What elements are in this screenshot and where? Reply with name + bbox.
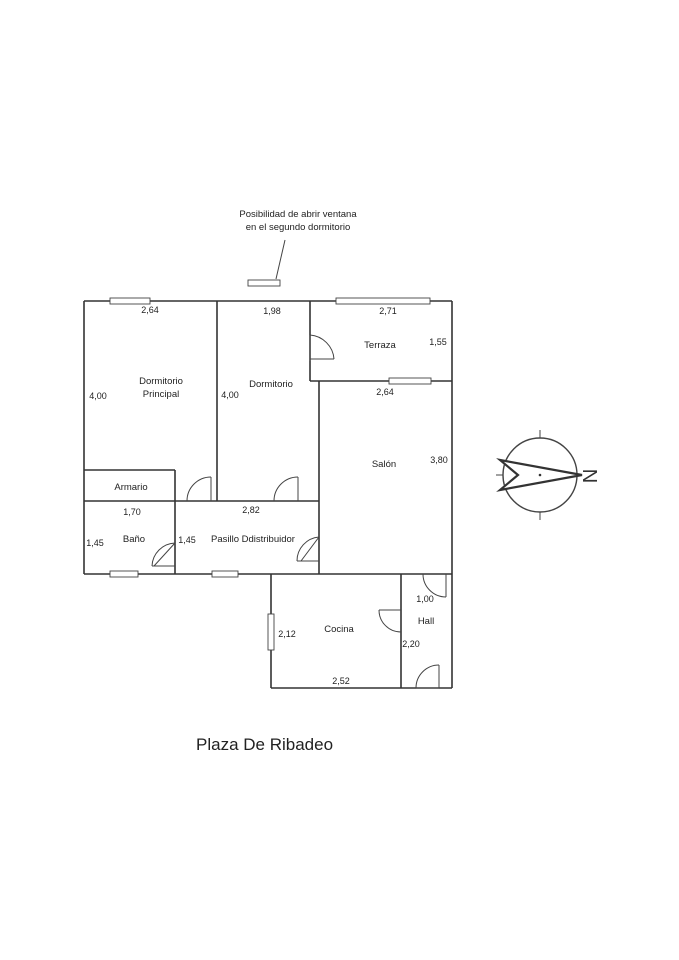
dimensions: 2,64 4,00 1,98 4,00 2,71 1,55 2,64 3,80 … xyxy=(86,305,448,686)
dim-cocina-height: 2,12 xyxy=(278,629,296,639)
room-dormitorio-principal-label-1: Dormitorio xyxy=(139,376,183,387)
room-hall-label: Hall xyxy=(418,616,434,627)
dim-pasillo-height: 1,45 xyxy=(178,535,196,545)
door-icon xyxy=(422,573,447,598)
window-note-line2: en el segundo dormitorio xyxy=(246,222,351,233)
room-pasillo-label: Pasillo Ddistribuidor xyxy=(211,534,295,545)
window-icon xyxy=(335,297,431,305)
note-pointer-line xyxy=(275,239,286,280)
room-labels: Dormitorio Principal Dormitorio Terraza … xyxy=(114,340,434,635)
room-armario-label: Armario xyxy=(114,482,147,493)
window-icon xyxy=(109,570,139,578)
windows xyxy=(109,297,432,651)
dim-pasillo-width: 2,82 xyxy=(242,505,260,515)
window-icon xyxy=(388,377,432,385)
dim-bano-width: 1,70 xyxy=(123,507,141,517)
door-icon xyxy=(309,334,335,361)
page-title: Plaza De Ribadeo xyxy=(196,735,333,754)
window-icon xyxy=(211,570,239,578)
room-terraza-label: Terraza xyxy=(364,340,396,351)
dim-terraza-height: 1,55 xyxy=(429,337,447,347)
window-note-line1: Posibilidad de abrir ventana xyxy=(239,209,357,220)
door-icon xyxy=(186,476,212,502)
dim-dormitorio-width: 1,98 xyxy=(263,306,281,316)
room-dormitorio-principal-label-2: Principal xyxy=(143,389,179,400)
dim-salon-width: 2,64 xyxy=(376,387,394,397)
door-icon xyxy=(415,664,440,689)
compass-north-letter: N xyxy=(578,469,600,483)
window-icon xyxy=(267,613,275,651)
compass-north-arrow-icon: N xyxy=(496,430,600,520)
door-icon xyxy=(151,542,176,567)
dim-hall-height: 2,20 xyxy=(402,639,420,649)
proposed-window-icon xyxy=(247,279,281,287)
doors xyxy=(151,334,447,689)
dim-terraza-width: 2,71 xyxy=(379,306,397,316)
dim-salon-height: 3,80 xyxy=(430,455,448,465)
window-icon xyxy=(109,297,151,305)
dim-hall-width: 1,00 xyxy=(416,594,434,604)
dim-dormitorio-principal-width: 2,64 xyxy=(141,305,159,315)
room-salon-label: Salón xyxy=(372,459,396,470)
door-icon xyxy=(296,536,320,562)
dim-dormitorio-height: 4,00 xyxy=(221,390,239,400)
door-icon xyxy=(273,476,299,502)
dim-bano-height: 1,45 xyxy=(86,538,104,548)
room-dormitorio-label: Dormitorio xyxy=(249,379,293,390)
room-bano-label: Baño xyxy=(123,534,145,545)
dim-cocina-width: 2,52 xyxy=(332,676,350,686)
dim-dormitorio-principal-height: 4,00 xyxy=(89,391,107,401)
room-cocina-label: Cocina xyxy=(324,624,354,635)
window-note: Posibilidad de abrir ventana en el segun… xyxy=(239,209,357,287)
door-icon xyxy=(378,609,402,633)
